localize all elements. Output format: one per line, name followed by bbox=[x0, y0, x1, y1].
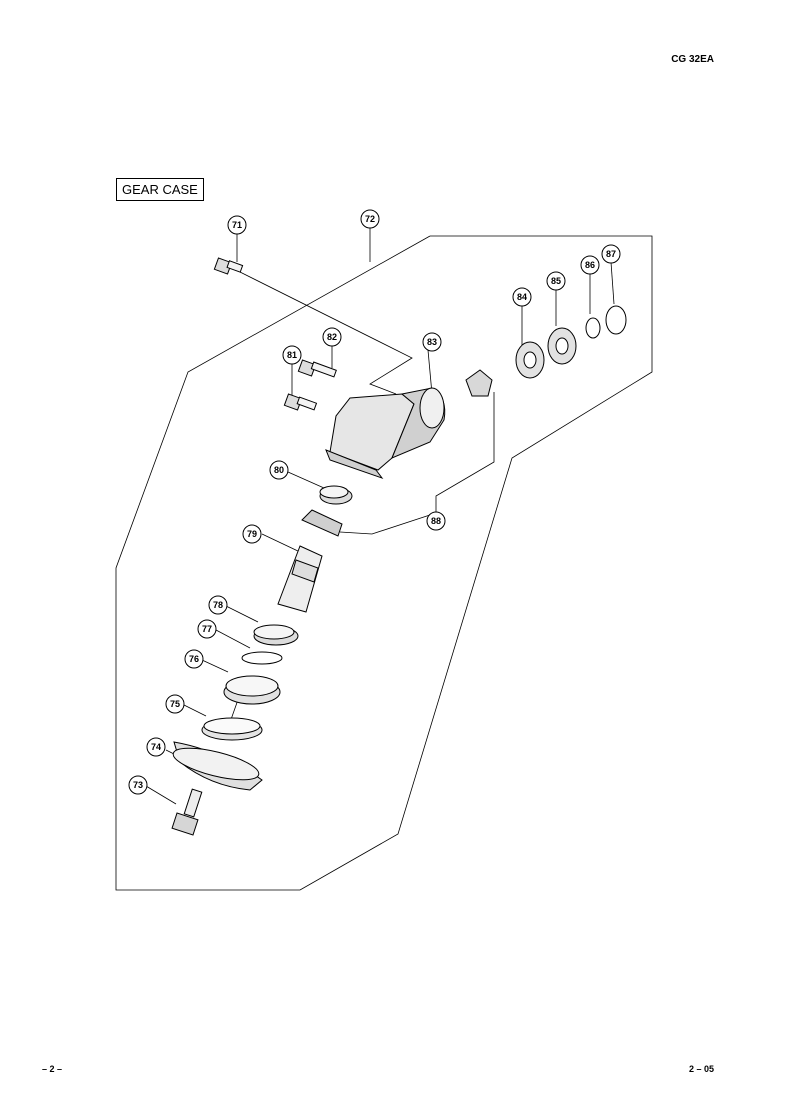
callout-84: 84 bbox=[512, 287, 532, 307]
svg-text:79: 79 bbox=[247, 529, 257, 539]
part-85-bearing bbox=[547, 327, 577, 365]
part-75-washer bbox=[201, 717, 263, 741]
callout-75: 75 bbox=[165, 694, 185, 714]
svg-text:85: 85 bbox=[551, 276, 561, 286]
callout-76: 76 bbox=[184, 649, 204, 669]
part-84-bearing bbox=[515, 341, 545, 379]
callout-88: 88 bbox=[426, 511, 446, 531]
callout-85: 85 bbox=[546, 271, 566, 291]
part-79-shaft bbox=[277, 545, 323, 613]
model-code: CG 32EA bbox=[671, 54, 714, 65]
callout-71: 71 bbox=[227, 215, 247, 235]
part-71-bolt bbox=[213, 257, 244, 275]
svg-text:86: 86 bbox=[585, 260, 595, 270]
svg-text:73: 73 bbox=[133, 780, 143, 790]
svg-text:88: 88 bbox=[431, 516, 441, 526]
part-78-bearing bbox=[253, 624, 299, 646]
callout-77: 77 bbox=[197, 619, 217, 639]
svg-text:77: 77 bbox=[202, 624, 212, 634]
part-86-snap-ring bbox=[585, 317, 601, 339]
section-title: GEAR CASE bbox=[116, 178, 204, 201]
svg-text:78: 78 bbox=[213, 600, 223, 610]
svg-text:74: 74 bbox=[151, 742, 161, 752]
svg-text:76: 76 bbox=[189, 654, 199, 664]
part-80-bearing bbox=[319, 485, 353, 505]
callout-72: 72 bbox=[360, 209, 380, 229]
callout-80: 80 bbox=[269, 460, 289, 480]
part-pinion-gear bbox=[465, 369, 493, 397]
callout-74: 74 bbox=[146, 737, 166, 757]
callout-82: 82 bbox=[322, 327, 342, 347]
part-83-gear-case bbox=[325, 387, 446, 480]
callout-86: 86 bbox=[580, 255, 600, 275]
part-88-bevel-gear bbox=[301, 509, 343, 537]
svg-text:72: 72 bbox=[365, 214, 375, 224]
svg-text:87: 87 bbox=[606, 249, 616, 259]
svg-text:75: 75 bbox=[170, 699, 180, 709]
svg-text:83: 83 bbox=[427, 337, 437, 347]
svg-text:81: 81 bbox=[287, 350, 297, 360]
part-77-snap-ring bbox=[241, 651, 283, 665]
page-number-right: 2 – 05 bbox=[688, 1064, 714, 1074]
part-73-bolt bbox=[171, 788, 203, 836]
assembly-boundary bbox=[115, 235, 653, 891]
svg-text:80: 80 bbox=[274, 465, 284, 475]
callout-78: 78 bbox=[208, 595, 228, 615]
callout-81: 81 bbox=[282, 345, 302, 365]
page-number-left: – 2 – bbox=[42, 1064, 63, 1074]
callout-87: 87 bbox=[601, 244, 621, 264]
callout-83: 83 bbox=[422, 332, 442, 352]
svg-text:82: 82 bbox=[327, 332, 337, 342]
svg-text:84: 84 bbox=[517, 292, 527, 302]
part-82-bolt bbox=[297, 359, 337, 378]
leader-lines bbox=[145, 228, 615, 805]
svg-text:71: 71 bbox=[232, 220, 242, 230]
part-76-bearing-housing bbox=[223, 675, 281, 705]
callout-79: 79 bbox=[242, 524, 262, 544]
part-87-snap-ring bbox=[605, 305, 627, 335]
part-74-cover bbox=[172, 741, 263, 791]
callout-73: 73 bbox=[128, 775, 148, 795]
part-81-bolt bbox=[283, 393, 318, 411]
